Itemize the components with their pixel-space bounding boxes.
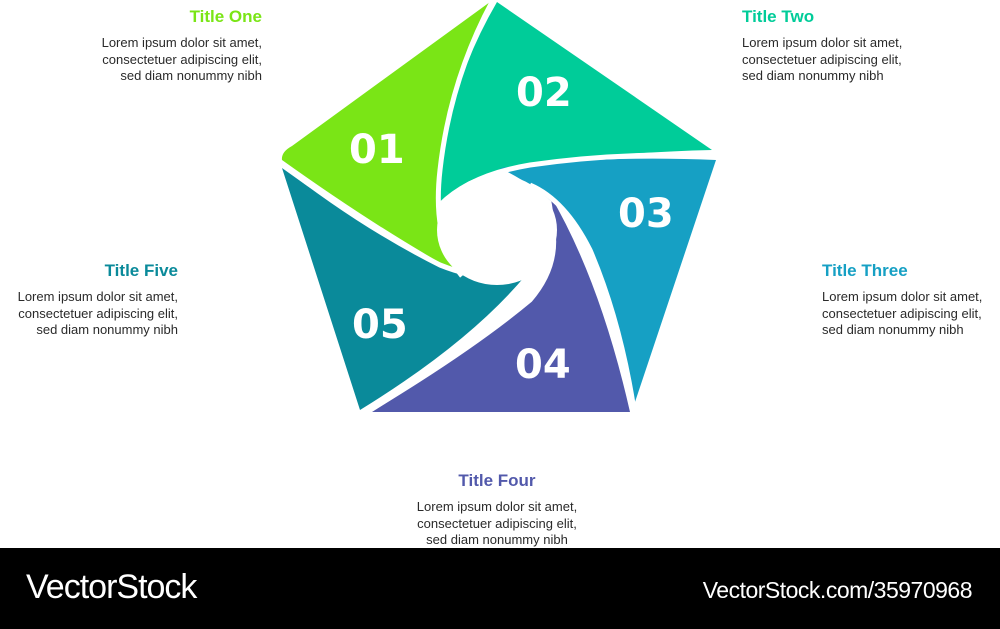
desc-line: consectetuer adipiscing elit,	[822, 305, 982, 321]
desc-line: sed diam nonummy nibh	[822, 322, 964, 337]
segment-01-number: 01	[349, 127, 405, 173]
step-05-block: Title Five Lorem ipsum dolor sit amet, c…	[0, 261, 178, 339]
step-05-description: Lorem ipsum dolor sit amet, consectetuer…	[0, 289, 178, 339]
step-04-title: Title Four	[458, 471, 536, 490]
step-02-block: Title Two Lorem ipsum dolor sit amet, co…	[742, 7, 1000, 85]
step-02-title: Title Two	[742, 7, 815, 26]
segment-03-number: 03	[618, 191, 674, 237]
desc-line: consectetuer adipiscing elit,	[102, 51, 262, 67]
segment-02	[440, 2, 712, 205]
segment-04-number: 04	[515, 342, 571, 388]
step-05-title: Title Five	[104, 261, 178, 280]
step-04-description: Lorem ipsum dolor sit amet, consectetuer…	[367, 499, 627, 549]
desc-line: Lorem ipsum dolor sit amet,	[822, 289, 983, 304]
segment-02-number: 02	[516, 70, 572, 116]
step-03-title: Title Three	[822, 261, 908, 280]
desc-line: sed diam nonummy nibh	[426, 532, 568, 547]
desc-line: Lorem ipsum dolor sit amet,	[17, 289, 178, 304]
segment-01	[281, 2, 490, 275]
desc-line: consectetuer adipiscing elit,	[742, 51, 902, 67]
step-04-block: Title Four Lorem ipsum dolor sit amet, c…	[367, 471, 627, 549]
desc-line: Lorem ipsum dolor sit amet,	[416, 499, 578, 514]
pentagon-infographic: 01 02 03 04 05 Title One Lorem ipsum dol…	[0, 0, 1000, 549]
desc-line: sed diam nonummy nibh	[120, 68, 262, 83]
desc-line: consectetuer adipiscing elit,	[417, 515, 577, 531]
pentagon-chart: 01 02 03 04 05	[278, 0, 716, 416]
step-01-block: Title One Lorem ipsum dolor sit amet, co…	[2, 7, 262, 85]
watermark-footer: VectorStock VectorStock.com/35970968	[0, 548, 1000, 629]
step-02-description: Lorem ipsum dolor sit amet, consectetuer…	[742, 35, 1000, 85]
segment-separators	[278, 0, 715, 416]
step-01-description: Lorem ipsum dolor sit amet, consectetuer…	[2, 35, 262, 85]
image-url: VectorStock.com/35970968	[702, 577, 973, 603]
center-hole	[437, 175, 557, 285]
desc-line: Lorem ipsum dolor sit amet,	[101, 35, 262, 50]
segment-05	[282, 168, 545, 410]
segment-04	[372, 195, 630, 412]
desc-line: consectetuer adipiscing elit,	[18, 305, 178, 321]
desc-line: sed diam nonummy nibh	[742, 68, 884, 83]
step-01-title: Title One	[189, 7, 262, 26]
step-03-block: Title Three Lorem ipsum dolor sit amet, …	[822, 261, 1000, 339]
brand-logo: VectorStock	[26, 568, 197, 606]
segment-05-number: 05	[352, 302, 408, 348]
segment-03	[500, 158, 716, 405]
desc-line: sed diam nonummy nibh	[36, 322, 178, 337]
desc-line: Lorem ipsum dolor sit amet,	[742, 35, 903, 50]
step-03-description: Lorem ipsum dolor sit amet, consectetuer…	[822, 289, 1000, 339]
